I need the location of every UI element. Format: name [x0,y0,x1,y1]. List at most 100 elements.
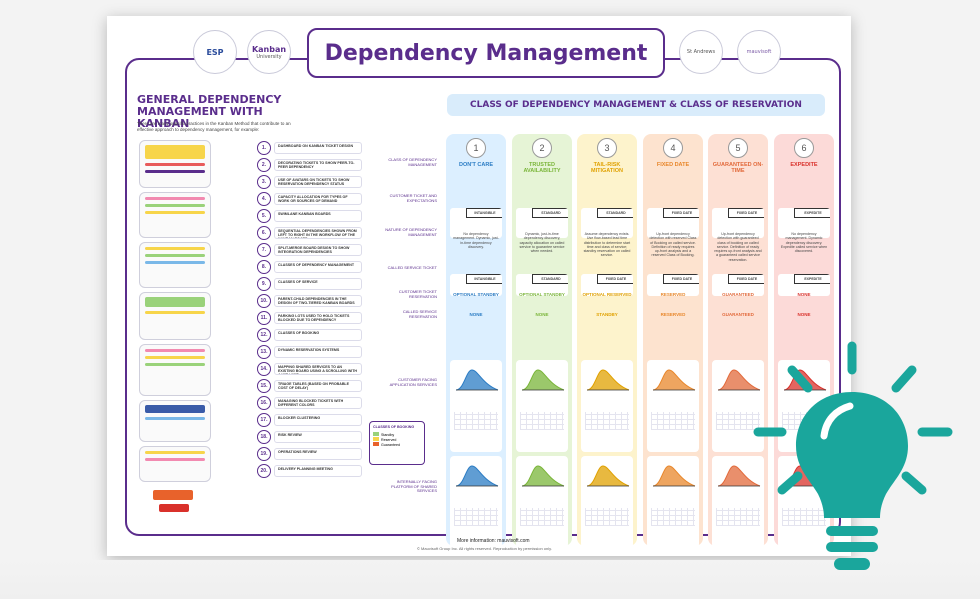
background-floor [0,560,980,599]
item-number: 3. [257,175,271,189]
list-item: 1.Dashboard on kanban ticket design [257,141,377,155]
column-name: TRUSTED AVAILABILITY [523,162,561,174]
booking-grid [454,508,498,526]
lead-time-curve [521,465,565,487]
customer-facing-card [450,360,502,452]
item-number: 13. [257,345,271,359]
lead-time-curve [586,369,630,391]
customer-ticket-cell: FIXED DATE [712,208,764,238]
column-number: 4 [663,138,683,158]
sidebar-heading: GENERAL DEPENDENCY MANAGEMENT WITH KANBA… [137,93,282,130]
item-number: 20. [257,464,271,478]
mauvisoft-logo-text: mauvisoft [746,49,772,55]
customer-reservation-value: GUARANTEED [722,292,754,297]
legend-swatch [373,437,379,441]
item-label: Triage tables (based on probable cost of… [274,380,362,392]
item-label: Classes of service [274,278,362,290]
item-number: 5. [257,209,271,223]
row-label-customer-facing: CUSTOMER FACING APPLICATION SERVICES [389,377,437,387]
called-ticket-tag: FIXED DATE [597,274,633,284]
row-label-customer-reservation: CUSTOMER TICKET RESERVATION [398,289,437,299]
item-number: 2. [257,158,271,172]
list-item: 10.Parent-child dependencies in the desi… [257,294,377,308]
mauvisoft-logo: mauvisoft [737,30,781,74]
ray-top-left [787,365,813,393]
customer-facing-card [647,360,699,452]
ray-top-right [891,365,917,393]
called-reservation-value: GUARANTEED [722,312,754,317]
ray-bottom-right [901,471,927,495]
bulb-base-tip [834,558,870,570]
item-label: Parent-child dependencies in the design … [274,295,362,307]
booking-grid [520,412,564,430]
internal-platform-card [712,456,764,548]
booking-grid [585,412,629,430]
item-number: 6. [257,226,271,240]
customer-ticket-cell: STANDARD [581,208,633,238]
nature-cell: Up-front dependency detection with reser… [649,232,697,258]
classes-of-booking-legend: CLASSES OF BOOKING Standby Reserved Guar… [369,421,425,465]
called-ticket-cell: FIXED DATE [581,274,633,296]
ticket-tag: FIXED DATE [663,208,699,218]
item-number: 1. [257,141,271,155]
item-number: 19. [257,447,271,461]
booking-grid [716,508,760,526]
row-label-class: CLASS OF DEPENDENCY MANAGEMENT [388,157,437,167]
thumbnail-swimlanes [139,242,211,288]
bulb-base-ring-2 [826,542,878,552]
called-ticket-tag: EXPEDITE [794,274,830,284]
legend-label: Guaranteed [381,443,400,447]
item-number: 14. [257,362,271,376]
internal-platform-card [516,456,568,548]
booking-grid [454,412,498,430]
customer-ticket-cell: EXPEDITE [778,208,830,238]
customer-reservation-value: OPTIONAL STANDBY [519,292,565,297]
called-reservation-value: RESERVED [660,312,686,317]
internal-platform-card [581,456,633,548]
ticket-tag: STANDARD [532,208,568,218]
item-label: Swimlane kanban boards [274,210,362,222]
esp-logo-text: ESP [206,47,224,57]
st-andrews-logo-text: St Andrews [686,49,716,55]
list-item: 19.Operations review [257,447,377,461]
thumbnail-blocked [139,446,211,482]
internal-platform-card [450,456,502,548]
nature-cell: Dynamic, just-in-time dependency discove… [519,232,565,254]
item-number: 9. [257,277,271,291]
legend-item: Standby [373,432,421,437]
sidebar-intro: There are many specific practices in the… [137,121,291,132]
item-label: Sequential dependencies shown from left … [274,227,362,239]
lead-time-curve [521,369,565,391]
list-item: 13.Dynamic reservation systems [257,345,377,359]
list-item: 14.Mapping shared services to an existin… [257,362,377,376]
lead-time-curve [717,465,761,487]
booking-grid [651,412,695,430]
item-number: 17. [257,413,271,427]
thumbnail-ticket [139,140,211,188]
customer-reservation-value: RESERVED [660,292,686,297]
list-item: 2.Decorating tickets to show peer-to-pee… [257,158,377,172]
item-label: Blocker clustering [274,414,362,426]
column-name: FIXED DATE [656,162,690,168]
list-item: 3.Use of avatars on tickets to show rese… [257,175,377,189]
booking-grid [520,508,564,526]
column-name: EXPEDITE [790,162,818,168]
column-name: DON'T CARE [458,162,493,168]
called-reservation-value: NONE [797,312,811,317]
item-label: Classes of dependency management [274,261,362,273]
nature-cell: Up-front dependency detection with guara… [714,232,762,262]
thumbnail-triage [139,400,211,442]
list-item: 9.Classes of service [257,277,377,291]
item-label: Parking lots used to hold tickets blocke… [274,312,362,324]
lead-time-curve [652,465,696,487]
item-label: Managing blocked tickets with different … [274,397,362,409]
called-ticket-tag: FIXED DATE [728,274,764,284]
item-number: 8. [257,260,271,274]
lead-time-curve [652,369,696,391]
customer-facing-card [581,360,633,452]
legend-label: Reserved [381,438,397,442]
row-label-customer-ticket: CUSTOMER TICKET AND EXPECTATIONS [389,193,437,203]
row-label-called-ticket: CALLED SERVICE TICKET [387,265,437,270]
